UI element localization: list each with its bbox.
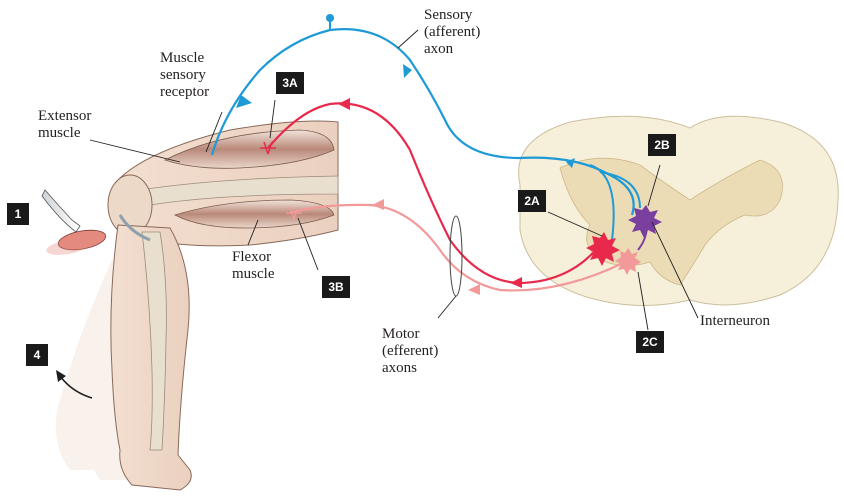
extensor-motor-arrow-1 [338,98,350,110]
motor-axon-bundle-ring [450,216,462,296]
label-extensor-muscle: Extensor muscle [38,108,91,142]
flexor-motor-arrow-2 [468,284,480,295]
step-2b-tag: 2B [648,134,676,156]
step-3b-tag: 3B [322,276,350,298]
label-interneuron: Interneuron [700,313,770,330]
extensor-motor-arrow-2 [510,277,522,288]
label-motor-axons: Motor (efferent) axons [382,326,438,377]
step-2c-tag: 2C [636,331,664,353]
step-2a-tag: 2A [518,190,546,212]
label-flexor-muscle: Flexor muscle [232,249,275,283]
step-1-tag: 1 [7,203,29,225]
sensory-arrow-2 [403,64,412,78]
sensory-cell-body [326,14,334,22]
flexor-motor-arrow-1 [372,199,384,210]
label-sensory-axon: Sensory (afferent) axon [424,7,480,58]
step-4-tag: 4 [26,344,48,366]
label-muscle-sensory-receptor: Muscle sensory receptor [160,50,209,101]
reflex-hammer [42,190,107,258]
step-3a-tag: 3A [276,72,304,94]
